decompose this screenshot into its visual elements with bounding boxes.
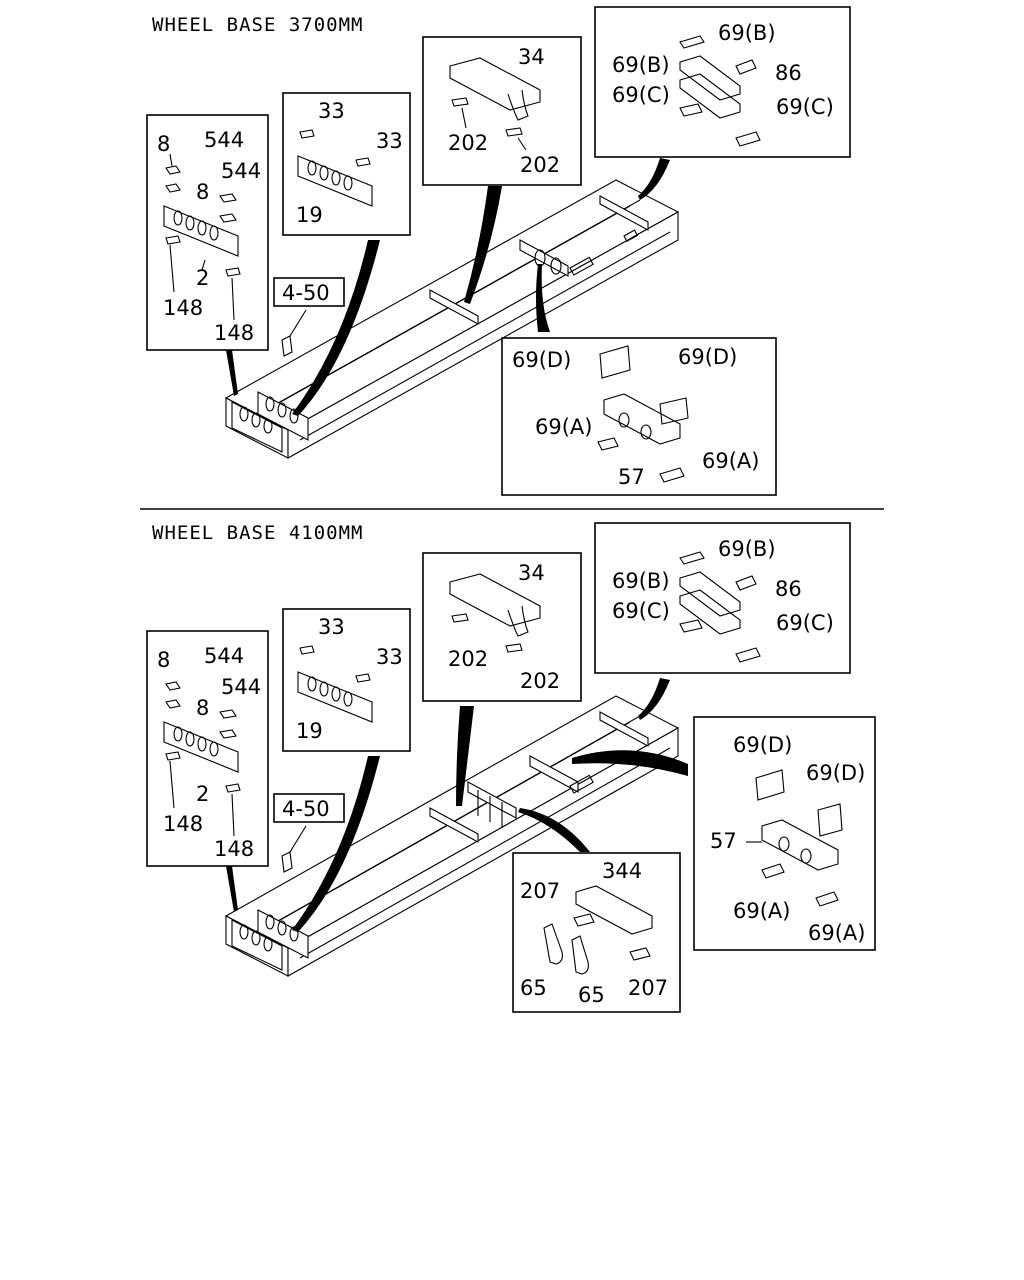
callout-label: 34	[518, 45, 545, 69]
part-box-a-1: 8 544 544 8 2 148 148	[146, 114, 269, 351]
callout-label: 8	[196, 180, 209, 204]
part-box-e-2: 69(D) 69(D) 57 69(A) 69(A)	[693, 716, 876, 951]
callout-label: 86	[775, 61, 802, 85]
callout-label: 2	[196, 782, 209, 806]
part-box-d-2: 69(B) 69(B) 86 69(C) 69(C)	[594, 522, 851, 674]
part-box-a-2: 8 544 544 8 2 148 148	[146, 630, 269, 867]
callout-label: 69(D)	[678, 345, 737, 369]
callout-label: 69(C)	[612, 599, 670, 623]
callout-label: 69(A)	[535, 415, 592, 439]
callout-label: 65	[578, 983, 605, 1007]
section-2-diagram: 8 544 544 8 2 148 148 33 33 19	[146, 522, 876, 1013]
part-box-e-1: 69(D) 69(D) 69(A) 57 69(A)	[501, 337, 777, 496]
part-box-f-2: 207 344 65 65 207	[512, 852, 681, 1013]
callout-label: 544	[204, 128, 244, 152]
callout-label: 148	[163, 296, 203, 320]
section-1-heading: WHEEL BASE 3700MM	[152, 14, 364, 36]
callout-label: 544	[221, 675, 261, 699]
callout-label: 69(D)	[733, 733, 792, 757]
callout-label: 19	[296, 203, 323, 227]
part-box-c-2: 34 202 202	[422, 552, 582, 702]
callout-label: 202	[520, 153, 560, 177]
part-box-b-1: 33 33 19	[282, 92, 411, 236]
callout-label: 202	[520, 669, 560, 693]
chassis-frame-2	[224, 695, 680, 977]
callout-label: 202	[448, 647, 488, 671]
part-box-c-1: 34 202 202	[422, 36, 582, 186]
callout-label: 69(D)	[512, 348, 571, 372]
callout-label: 207	[628, 976, 668, 1000]
callout-label: 69(C)	[612, 83, 670, 107]
callout-label: 202	[448, 131, 488, 155]
callout-label: 19	[296, 719, 323, 743]
callout-label: 344	[602, 859, 642, 883]
part-box-d-1: 69(B) 69(B) 86 69(C) 69(C)	[594, 6, 851, 158]
callout-label: 33	[376, 645, 403, 669]
callout-label: 33	[376, 129, 403, 153]
section-1-diagram: 8 544 544 8 2 148 148 33	[146, 6, 851, 496]
callout-label: 65	[520, 976, 547, 1000]
callout-label: 69(B)	[718, 537, 776, 561]
callout-label: 57	[710, 829, 737, 853]
callout-label: 8	[196, 696, 209, 720]
callout-label: 34	[518, 561, 545, 585]
callout-label: 8	[157, 648, 170, 672]
callout-label: 69(C)	[776, 611, 834, 635]
callout-label: 69(B)	[718, 21, 776, 45]
reference-label: 4-50	[282, 281, 330, 305]
section-2-heading: WHEEL BASE 4100MM	[152, 522, 364, 544]
callout-label: 8	[157, 132, 170, 156]
callout-label: 57	[618, 465, 645, 489]
callout-label: 33	[318, 615, 345, 639]
callout-label: 544	[204, 644, 244, 668]
callout-label: 544	[221, 159, 261, 183]
callout-label: 69(A)	[733, 899, 790, 923]
callout-label: 2	[196, 266, 209, 290]
chassis-frame-1	[224, 179, 680, 459]
part-box-b-2: 33 33 19	[282, 608, 411, 752]
callout-label: 86	[775, 577, 802, 601]
reference-label: 4-50	[282, 797, 330, 821]
callout-label: 207	[520, 879, 560, 903]
callout-label: 69(B)	[612, 53, 670, 77]
callout-label: 148	[163, 812, 203, 836]
callout-label: 33	[318, 99, 345, 123]
callout-label: 69(B)	[612, 569, 670, 593]
callout-label: 148	[214, 321, 254, 345]
callout-label: 148	[214, 837, 254, 861]
callout-label: 69(C)	[776, 95, 834, 119]
callout-label: 69(D)	[806, 761, 865, 785]
callout-label: 69(A)	[702, 449, 759, 473]
callout-label: 69(A)	[808, 921, 865, 945]
